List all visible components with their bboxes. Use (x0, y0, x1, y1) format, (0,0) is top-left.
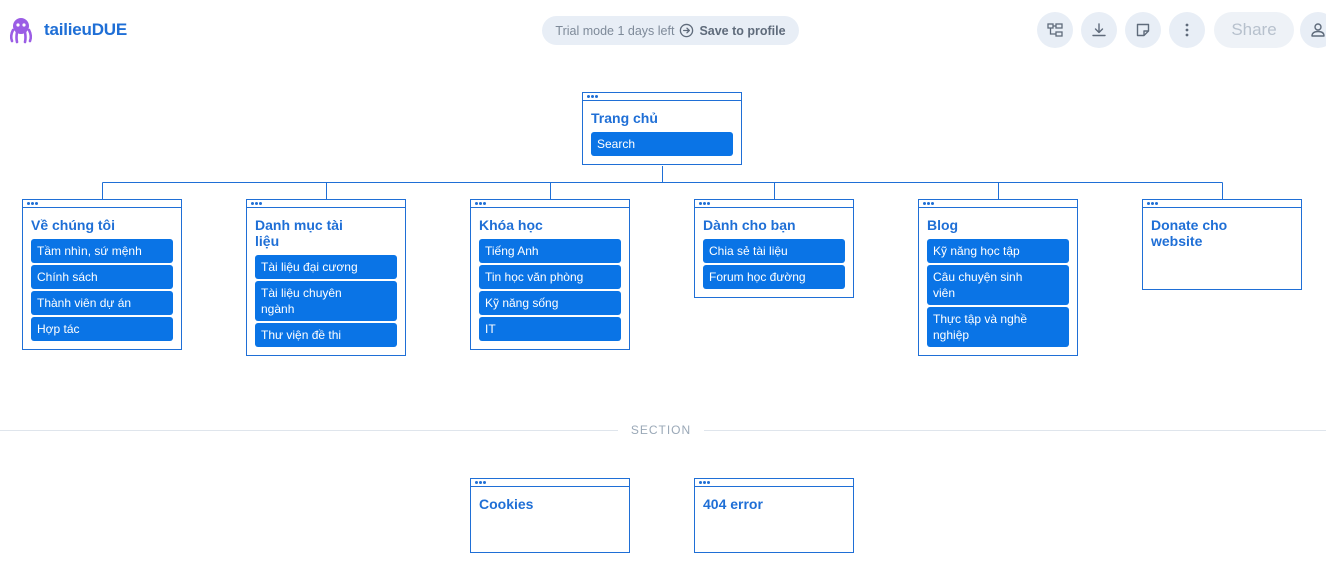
save-to-profile-link[interactable]: Save to profile (699, 23, 786, 38)
page-item[interactable]: Chia sẻ tài liệu (703, 239, 845, 263)
trial-banner[interactable]: Trial mode 1 days left Save to profile (542, 16, 799, 45)
page-item[interactable]: Câu chuyện sinh viên (927, 265, 1069, 305)
page-item[interactable]: Kỹ năng học tập (927, 239, 1069, 263)
user-avatar-button[interactable] (1300, 12, 1326, 48)
page-item[interactable]: Thực tập và nghề nghiệp (927, 307, 1069, 347)
page-item[interactable]: Thư viện đề thi (255, 323, 397, 347)
page-item[interactable]: Forum học đường (703, 265, 845, 289)
card-dots (471, 200, 629, 208)
more-vertical-icon (1185, 23, 1189, 37)
brand-name: tailieuDUE (44, 20, 128, 39)
arrow-circle-right-icon (680, 23, 694, 38)
sitemap-button[interactable] (1037, 12, 1073, 48)
card-dots (695, 200, 853, 208)
note-button[interactable] (1125, 12, 1161, 48)
card-title: Trang chủ (591, 110, 658, 126)
page-item[interactable]: IT (479, 317, 621, 341)
more-options-button[interactable] (1169, 12, 1205, 48)
brand-logo[interactable]: tailieuDUE (8, 16, 127, 44)
page-card-for-you[interactable]: Dành cho bạn Chia sẻ tài liệu Forum học … (694, 199, 854, 298)
page-card-blog[interactable]: Blog Kỹ năng học tập Câu chuyện sinh viê… (918, 199, 1078, 356)
page-item[interactable]: Tài liệu chuyên ngành (255, 281, 397, 321)
page-item[interactable]: Tiếng Anh (479, 239, 621, 263)
download-button[interactable] (1081, 12, 1117, 48)
card-title: Donate cho website (1151, 217, 1228, 249)
page-card-cookies[interactable]: Cookies (470, 478, 630, 553)
page-item[interactable]: Tầm nhìn, sứ mệnh (31, 239, 173, 263)
page-item[interactable]: Hợp tác (31, 317, 173, 341)
page-card-about[interactable]: Về chúng tôi Tầm nhìn, sứ mệnh Chính sác… (22, 199, 182, 350)
card-dots (1143, 200, 1301, 208)
card-title: Blog (927, 217, 959, 233)
page-item[interactable]: Chính sách (31, 265, 173, 289)
share-button[interactable]: Share (1214, 12, 1294, 48)
octopus-icon (9, 18, 33, 44)
section-label: SECTION (630, 423, 692, 437)
section-divider-right (704, 430, 1326, 431)
card-title: Dành cho bạn (703, 217, 796, 233)
card-dots (919, 200, 1077, 208)
trial-text: Trial mode 1 days left (555, 23, 675, 38)
page-item[interactable]: Tin học văn phòng (479, 265, 621, 289)
section-divider-left (0, 430, 618, 431)
user-icon (1311, 23, 1325, 37)
card-dots (247, 200, 405, 208)
page-card-courses[interactable]: Khóa học Tiếng Anh Tin học văn phòng Kỹ … (470, 199, 630, 350)
card-title: Danh mục tài liệu (255, 217, 343, 249)
page-item[interactable]: Thành viên dự án (31, 291, 173, 315)
sitemap-icon (1047, 23, 1063, 37)
page-card-documents[interactable]: Danh mục tài liệu Tài liệu đại cương Tài… (246, 199, 406, 356)
card-title: 404 error (703, 496, 763, 512)
page-item[interactable]: Tài liệu đại cương (255, 255, 397, 279)
card-title: Khóa học (479, 217, 543, 233)
card-title: Cookies (479, 496, 534, 512)
page-card-404[interactable]: 404 error (694, 478, 854, 553)
card-dots (471, 479, 629, 487)
page-item-search[interactable]: Search (591, 132, 733, 156)
card-dots (23, 200, 181, 208)
note-icon (1136, 23, 1150, 37)
download-icon (1092, 23, 1106, 37)
page-card-donate[interactable]: Donate cho website (1142, 199, 1302, 290)
card-dots (583, 93, 741, 101)
page-item[interactable]: Kỹ năng sống (479, 291, 621, 315)
card-title: Về chúng tôi (31, 217, 115, 233)
page-card-root[interactable]: Trang chủ Search (582, 92, 742, 165)
card-dots (695, 479, 853, 487)
